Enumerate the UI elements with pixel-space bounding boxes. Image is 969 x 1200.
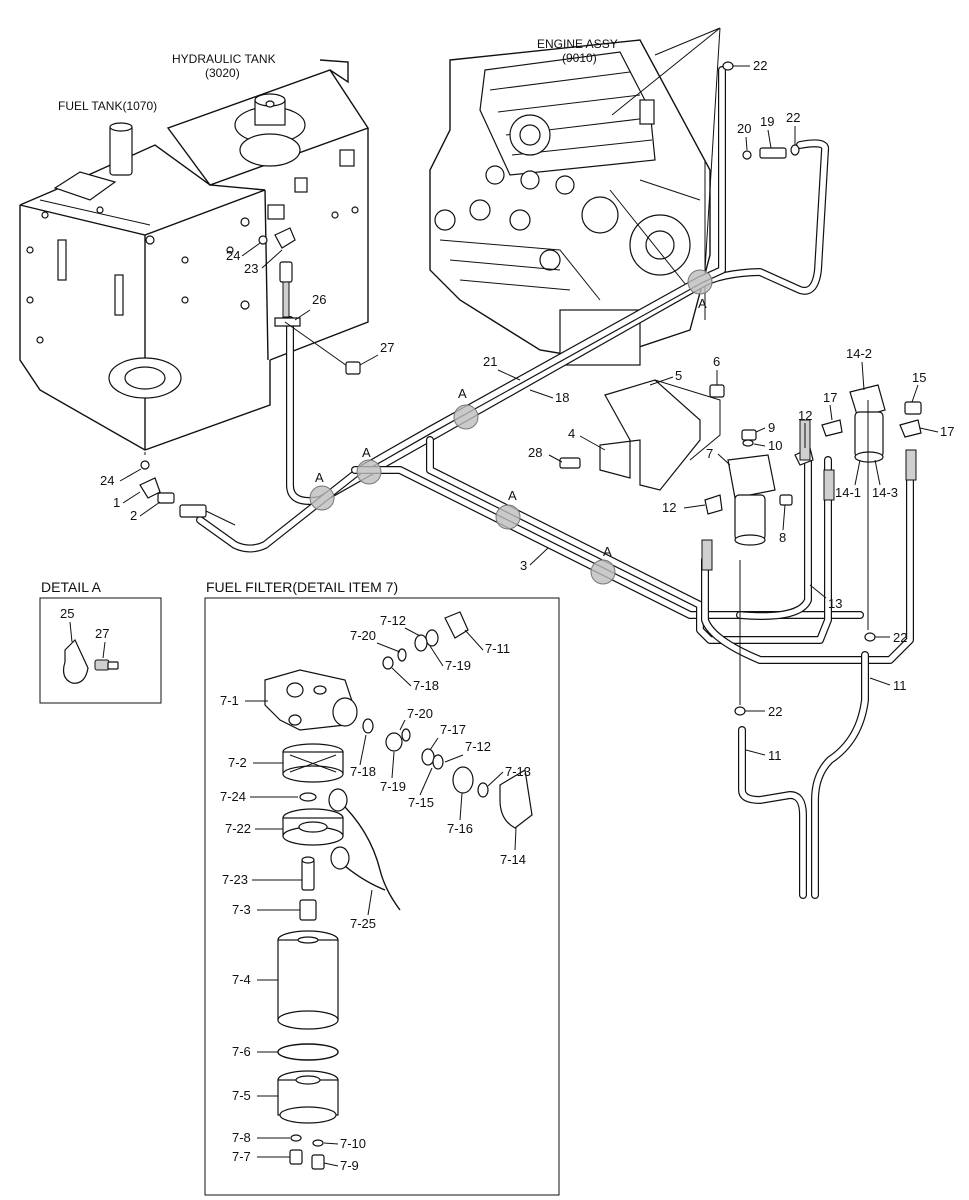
part-label: 22 [786,110,800,125]
part-label: 1 [113,495,120,510]
detail-a-markers: A A A A A A [309,269,713,585]
filter-label: 7-15 [408,795,434,810]
a-marker-label: A [362,445,371,460]
part-label: 26 [312,292,326,307]
fittings [139,61,922,716]
part-label: 10 [768,438,782,453]
engine-title: ENGINE ASSY [537,37,618,51]
filter-label: 7-12 [465,739,491,754]
detail-a-title: DETAIL A [41,579,102,595]
fuel-tank-title: FUEL TANK(1070) [58,99,157,113]
filter-label: 7-7 [232,1149,251,1164]
filter-label: 7-16 [447,821,473,836]
filter-label: 7-24 [220,789,246,804]
filter-label: 7-3 [232,902,251,917]
filter-label: 7-8 [232,1130,251,1145]
detail-a-box: DETAIL A 25 27 [39,579,162,704]
part-label: 6 [713,354,720,369]
filter-label: 7-13 [505,764,531,779]
filter-label: 7-17 [440,722,466,737]
a-marker-label: A [315,470,324,485]
part-labels: 22 20 19 22 24 23 26 27 21 18 5 6 4 28 9… [100,58,954,763]
part-label: 28 [528,445,542,460]
part-label: 15 [912,370,926,385]
filter-label: 7-1 [220,693,239,708]
part-label: 5 [675,368,682,383]
part-label: 25 [60,606,74,621]
filter-label: 7-18 [413,678,439,693]
part-label: 4 [568,426,575,441]
part-label: 2 [130,508,137,523]
part-label: 8 [779,530,786,545]
filter-label: 7-10 [340,1136,366,1151]
filter-label: 7-9 [340,1158,359,1173]
part-label: 12 [662,500,676,515]
a-marker-label: A [698,296,707,311]
part-label: 11 [768,748,782,763]
filter-label: 7-12 [380,613,406,628]
part-label: 17 [823,390,837,405]
tank-assembly [19,59,370,470]
engine-code: (9010) [562,51,597,65]
engine-assembly [429,39,711,366]
part-label: 19 [760,114,774,129]
part-label: 12 [798,408,812,423]
part-label: 20 [737,121,751,136]
part-label: 3 [520,558,527,573]
part-label: 18 [555,390,569,405]
filter-label: 7-6 [232,1044,251,1059]
a-marker-label: A [603,544,612,559]
part-label: 21 [483,354,497,369]
part-label: 14-2 [846,346,872,361]
filter-label: 7-11 [485,641,510,656]
part-label: 27 [95,626,109,641]
a-marker-label: A [458,386,467,401]
filter-label: 7-2 [228,755,247,770]
part-label: 11 [893,678,907,693]
part-label: 7 [706,446,713,461]
part-label: 24 [100,473,114,488]
header-labels: HYDRAULIC TANK (3020) FUEL TANK(1070) EN… [58,27,721,271]
hydraulic-tank-code: (3020) [205,66,240,80]
part-label: 22 [753,58,767,73]
filter-label: 7-19 [380,779,406,794]
filter-label: 7-5 [232,1088,251,1103]
part-label: 17 [940,424,954,439]
filter-label: 7-19 [445,658,471,673]
a-marker-label: A [508,488,517,503]
filter-label: 7-18 [350,764,376,779]
fuel-filter-detail-box: FUEL FILTER(DETAIL ITEM 7) [204,579,560,1196]
part-label: 14-3 [872,485,898,500]
filter-label: 7-20 [407,706,433,721]
part-label: 22 [893,630,907,645]
part-label: 9 [768,420,775,435]
filter-label: 7-4 [232,972,251,987]
filter-label: 7-25 [350,916,376,931]
hydraulic-tank-title: HYDRAULIC TANK [172,52,276,66]
filter-label: 7-23 [222,872,248,887]
part-label: 27 [380,340,394,355]
part-label: 14-1 [835,485,861,500]
filter-label: 7-14 [500,852,526,867]
filter-label: 7-22 [225,821,251,836]
part-label: 13 [828,596,842,611]
filter-label: 7-20 [350,628,376,643]
part-label: 24 [226,248,240,263]
part-label: 22 [768,704,782,719]
part-label: 23 [244,261,258,276]
fuel-filter-title: FUEL FILTER(DETAIL ITEM 7) [206,579,398,595]
